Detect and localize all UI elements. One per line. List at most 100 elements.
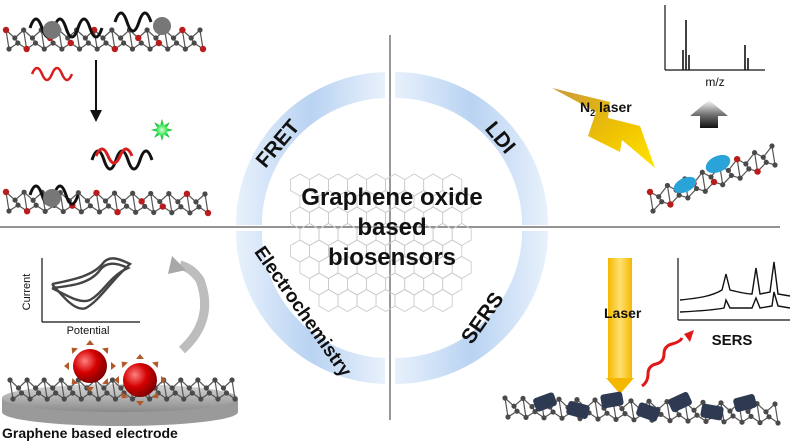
carbon-atom <box>718 400 724 406</box>
carbon-atom <box>60 208 66 215</box>
carbon-atom <box>58 377 64 383</box>
oxygen-atom <box>135 34 142 42</box>
receptor-spike <box>86 387 94 392</box>
bond <box>128 29 134 50</box>
carbon-atom <box>766 414 772 420</box>
carbon-atom <box>111 190 118 196</box>
background-hexagon <box>328 272 349 296</box>
carbon-atom <box>191 40 197 46</box>
oxygen-atom <box>710 178 718 186</box>
oxygen-atom <box>155 39 163 47</box>
bond <box>113 192 119 213</box>
oxygen-atom <box>733 155 741 163</box>
carbon-atom <box>15 40 21 46</box>
receptor-spike <box>161 376 166 384</box>
carbon-atom <box>153 35 159 41</box>
metal-nanoparticle <box>600 391 624 409</box>
oxygen-atom <box>111 45 119 53</box>
center-title-line3: biosensors <box>327 244 457 271</box>
carbon-atom <box>27 396 33 402</box>
graphene-oxide-sheet-ldi <box>646 143 778 214</box>
carbon-atom <box>574 397 580 403</box>
bond <box>774 403 779 424</box>
carbon-atom <box>100 35 106 41</box>
carbon-atom <box>748 413 754 419</box>
carbon-atom <box>197 27 203 33</box>
cv-curve <box>51 257 133 310</box>
arrow-head-icon <box>90 110 102 122</box>
carbon-atom <box>142 203 148 209</box>
carbon-atom <box>604 410 610 416</box>
carbon-atom <box>138 40 144 46</box>
oxygen-atom <box>138 198 145 205</box>
receptor-spike <box>114 376 119 384</box>
carbon-atom <box>656 194 662 200</box>
carbon-atom <box>173 40 180 46</box>
bond <box>558 399 563 419</box>
carbon-atom <box>215 396 221 402</box>
carbon-atom <box>721 419 727 425</box>
carbon-atom <box>102 198 109 204</box>
carbon-atom <box>676 192 682 198</box>
bond <box>43 379 48 400</box>
ring-segment-ldi <box>395 72 548 225</box>
carbon-atom <box>613 416 619 422</box>
n2-laser-label: N2 laser <box>580 99 632 118</box>
receptor-spike <box>64 362 69 370</box>
carbon-atom <box>76 46 83 52</box>
carbon-atom <box>12 197 18 203</box>
carbon-atom <box>21 189 27 195</box>
ring-segment-fret <box>235 72 385 225</box>
background-hexagon <box>394 289 415 312</box>
carbon-atom <box>195 377 201 383</box>
carbon-atom <box>133 209 139 215</box>
bond <box>736 159 741 179</box>
gold-nanoparticle <box>123 363 157 397</box>
bond <box>186 193 191 213</box>
center-title: Graphene oxide based biosensors <box>262 183 522 273</box>
carbon-atom <box>691 407 697 413</box>
carbon-atom <box>87 390 93 396</box>
carbon-atom <box>120 198 127 204</box>
carbon-atom <box>67 385 73 391</box>
bond <box>77 379 82 400</box>
carbon-atom <box>628 398 634 404</box>
bond <box>756 403 761 423</box>
receptor-spike <box>86 340 94 345</box>
fluorescence-star-icon <box>151 119 173 141</box>
oxygen-atom <box>199 45 207 53</box>
carbon-atom <box>104 390 110 396</box>
carbon-atom <box>760 154 766 160</box>
carbon-atom <box>720 182 726 188</box>
carbon-atom <box>129 396 136 402</box>
carbon-atom <box>203 385 209 391</box>
bond <box>181 29 186 50</box>
carbon-atom <box>559 415 565 421</box>
oxygen-atom <box>23 207 31 215</box>
oxygen-atom <box>159 203 166 210</box>
carbon-atom <box>165 46 171 52</box>
carbon-atom <box>220 385 227 391</box>
carbon-atom <box>118 385 124 391</box>
carbon-atom <box>178 204 184 210</box>
carbon-atom <box>685 418 691 424</box>
bond <box>701 172 706 192</box>
carbon-atom <box>529 404 535 410</box>
analyte-molecule <box>705 154 731 174</box>
carbon-atom <box>772 401 778 407</box>
carbon-atom <box>105 203 112 209</box>
bond <box>168 193 173 213</box>
carbon-atom <box>109 377 116 383</box>
carbon-atom <box>50 385 56 391</box>
hybridized-dna-red <box>94 147 134 165</box>
carbon-atom <box>757 420 763 426</box>
oxygen-atom <box>93 189 100 197</box>
carbon-atom <box>103 40 109 46</box>
carbon-atom <box>745 408 751 414</box>
oxygen-atom <box>114 208 121 216</box>
background-hexagon <box>413 289 434 312</box>
gold-nanoparticle <box>73 349 107 383</box>
carbon-atom <box>157 198 163 205</box>
analyte-molecule <box>673 176 697 194</box>
